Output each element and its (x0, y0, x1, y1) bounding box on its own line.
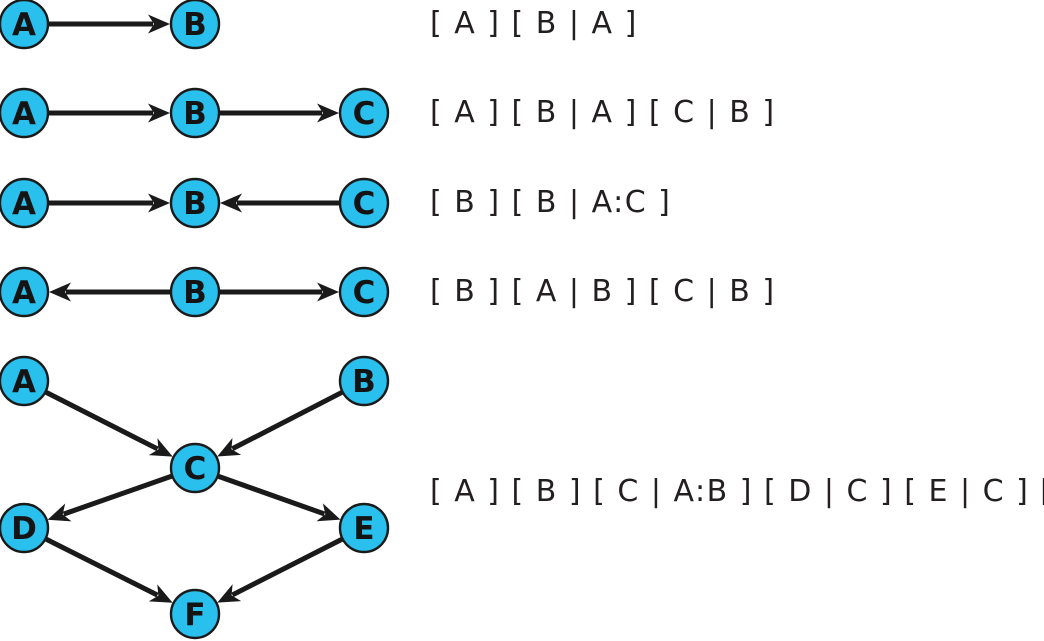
node-label: B (183, 96, 207, 132)
arrow-head-icon (47, 503, 72, 522)
node-c[interactable]: C (338, 87, 390, 139)
arrow-head-icon (316, 503, 341, 522)
edge-shaft (45, 390, 159, 452)
edge-A-to-B (49, 14, 170, 34)
node-label: A (12, 275, 36, 311)
edge-D-to-F (45, 536, 173, 603)
formula-row-3: [ B ] [ B | A:C ] (430, 185, 672, 220)
arrow-head-icon (148, 103, 170, 123)
arrow-head-icon (220, 193, 242, 213)
arrow-head-icon (148, 584, 173, 603)
node-label: C (184, 451, 207, 487)
formula-row-1: [ A ] [ B | A ] (430, 6, 638, 41)
dag-collider: A B C (0, 177, 390, 229)
node-c[interactable]: C (338, 266, 390, 318)
node-label: A (12, 96, 36, 132)
node-circle[interactable] (338, 355, 390, 407)
arrow-head-icon (317, 282, 339, 302)
node-a[interactable]: A (0, 266, 50, 318)
node-c[interactable]: C (169, 442, 221, 494)
arrow-head-icon (217, 438, 242, 457)
node-e[interactable]: E (338, 502, 390, 554)
node-c[interactable]: C (338, 177, 390, 229)
node-a[interactable]: A (0, 177, 50, 229)
node-circle[interactable] (338, 266, 390, 318)
edge-A-to-B (49, 103, 170, 123)
arrow-head-icon (148, 193, 170, 213)
node-label: B (352, 364, 376, 400)
node-b[interactable]: B (169, 177, 221, 229)
formula-row-5: [ A ] [ B ] [ C | A:B ] [ D | C ] [ E | … (430, 474, 1044, 509)
node-label: B (183, 275, 207, 311)
node-circle[interactable] (169, 0, 221, 50)
arrow-head-icon (217, 584, 242, 603)
edge-A-to-B (49, 193, 170, 213)
node-a[interactable]: A (0, 0, 50, 50)
node-label: C (353, 186, 376, 222)
node-circle[interactable] (0, 266, 50, 318)
edge-shaft (62, 473, 173, 517)
arrow-head-icon (317, 103, 339, 123)
dag-diamond-dag: A B C D E F (0, 355, 390, 640)
node-circle[interactable] (0, 0, 50, 50)
node-circle[interactable] (169, 266, 221, 318)
node-a[interactable]: A (0, 355, 50, 407)
node-label: B (183, 7, 207, 43)
node-label: A (12, 364, 36, 400)
edge-E-to-F (217, 537, 343, 603)
arrow-head-icon (49, 282, 71, 302)
dag-three-node-chain: A B C (0, 87, 390, 139)
node-label: C (353, 96, 376, 132)
node-circle[interactable] (169, 87, 221, 139)
node-f[interactable]: F (169, 588, 221, 640)
node-b[interactable]: B (169, 0, 221, 50)
node-circle[interactable] (0, 355, 50, 407)
arrow-head-icon (148, 14, 170, 34)
node-circle[interactable] (338, 502, 390, 554)
node-label: C (353, 275, 376, 311)
formula-row-4: [ B ] [ A | B ] [ C | B ] (430, 274, 776, 309)
node-circle[interactable] (338, 87, 390, 139)
node-a[interactable]: A (0, 87, 50, 139)
node-label: F (184, 597, 205, 633)
node-label: D (11, 511, 37, 547)
dag-fork: A B C (0, 266, 390, 318)
edge-B-to-C (217, 390, 343, 457)
node-circle[interactable] (169, 177, 221, 229)
node-circle[interactable] (169, 588, 221, 640)
node-d[interactable]: D (0, 502, 50, 554)
node-b[interactable]: B (169, 87, 221, 139)
node-circle[interactable] (0, 87, 50, 139)
edge-B-to-C (220, 103, 339, 123)
node-b[interactable]: B (169, 266, 221, 318)
edge-C-to-D (47, 473, 173, 522)
node-circle[interactable] (338, 177, 390, 229)
edge-B-to-C (220, 282, 339, 302)
edge-shaft (231, 537, 343, 598)
edge-B-to-A (49, 282, 170, 302)
edge-C-to-B (220, 193, 339, 213)
edge-shaft (45, 536, 159, 598)
node-circle[interactable] (0, 177, 50, 229)
formula-row-2: [ A ] [ B | A ] [ C | B ] (430, 95, 776, 130)
edge-shaft (217, 474, 326, 517)
arrow-head-icon (148, 438, 173, 457)
edge-shaft (231, 390, 343, 452)
edge-C-to-E (217, 474, 341, 522)
node-circle[interactable] (169, 442, 221, 494)
node-b[interactable]: B (338, 355, 390, 407)
node-label: E (353, 511, 374, 547)
node-label: B (183, 186, 207, 222)
node-circle[interactable] (0, 502, 50, 554)
node-label: A (12, 186, 36, 222)
edge-A-to-C (45, 390, 173, 457)
node-label: A (12, 7, 36, 43)
